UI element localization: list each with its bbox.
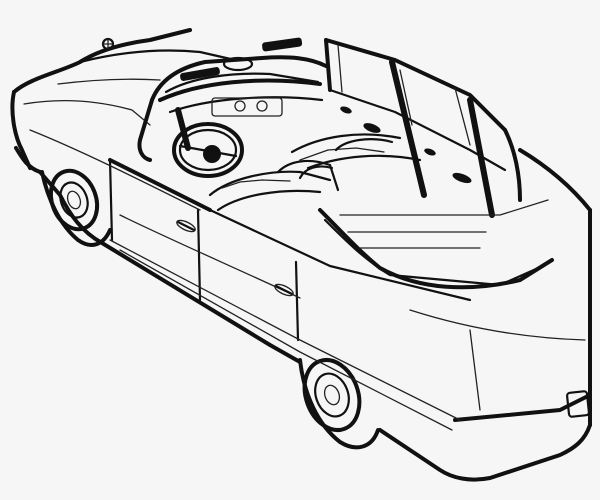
gauge-icon <box>256 100 268 112</box>
radio-knob-icon <box>222 56 254 72</box>
gauge-icon <box>234 100 246 112</box>
rear-seats <box>290 133 422 170</box>
front-seats <box>208 159 340 212</box>
door-handle-icon <box>176 220 196 232</box>
rear-wheel <box>298 358 380 450</box>
steering-wheel <box>172 122 244 178</box>
rear-deck <box>318 199 592 422</box>
dashboard <box>158 37 324 117</box>
hood <box>23 37 237 126</box>
top-mechanism-parts <box>340 106 472 184</box>
side-trim <box>29 129 461 431</box>
door-handle-icon <box>274 284 294 296</box>
front-wheel <box>40 168 112 247</box>
doors <box>108 158 472 342</box>
windshield-frame <box>137 55 328 162</box>
convertible-top-frame <box>324 38 522 218</box>
